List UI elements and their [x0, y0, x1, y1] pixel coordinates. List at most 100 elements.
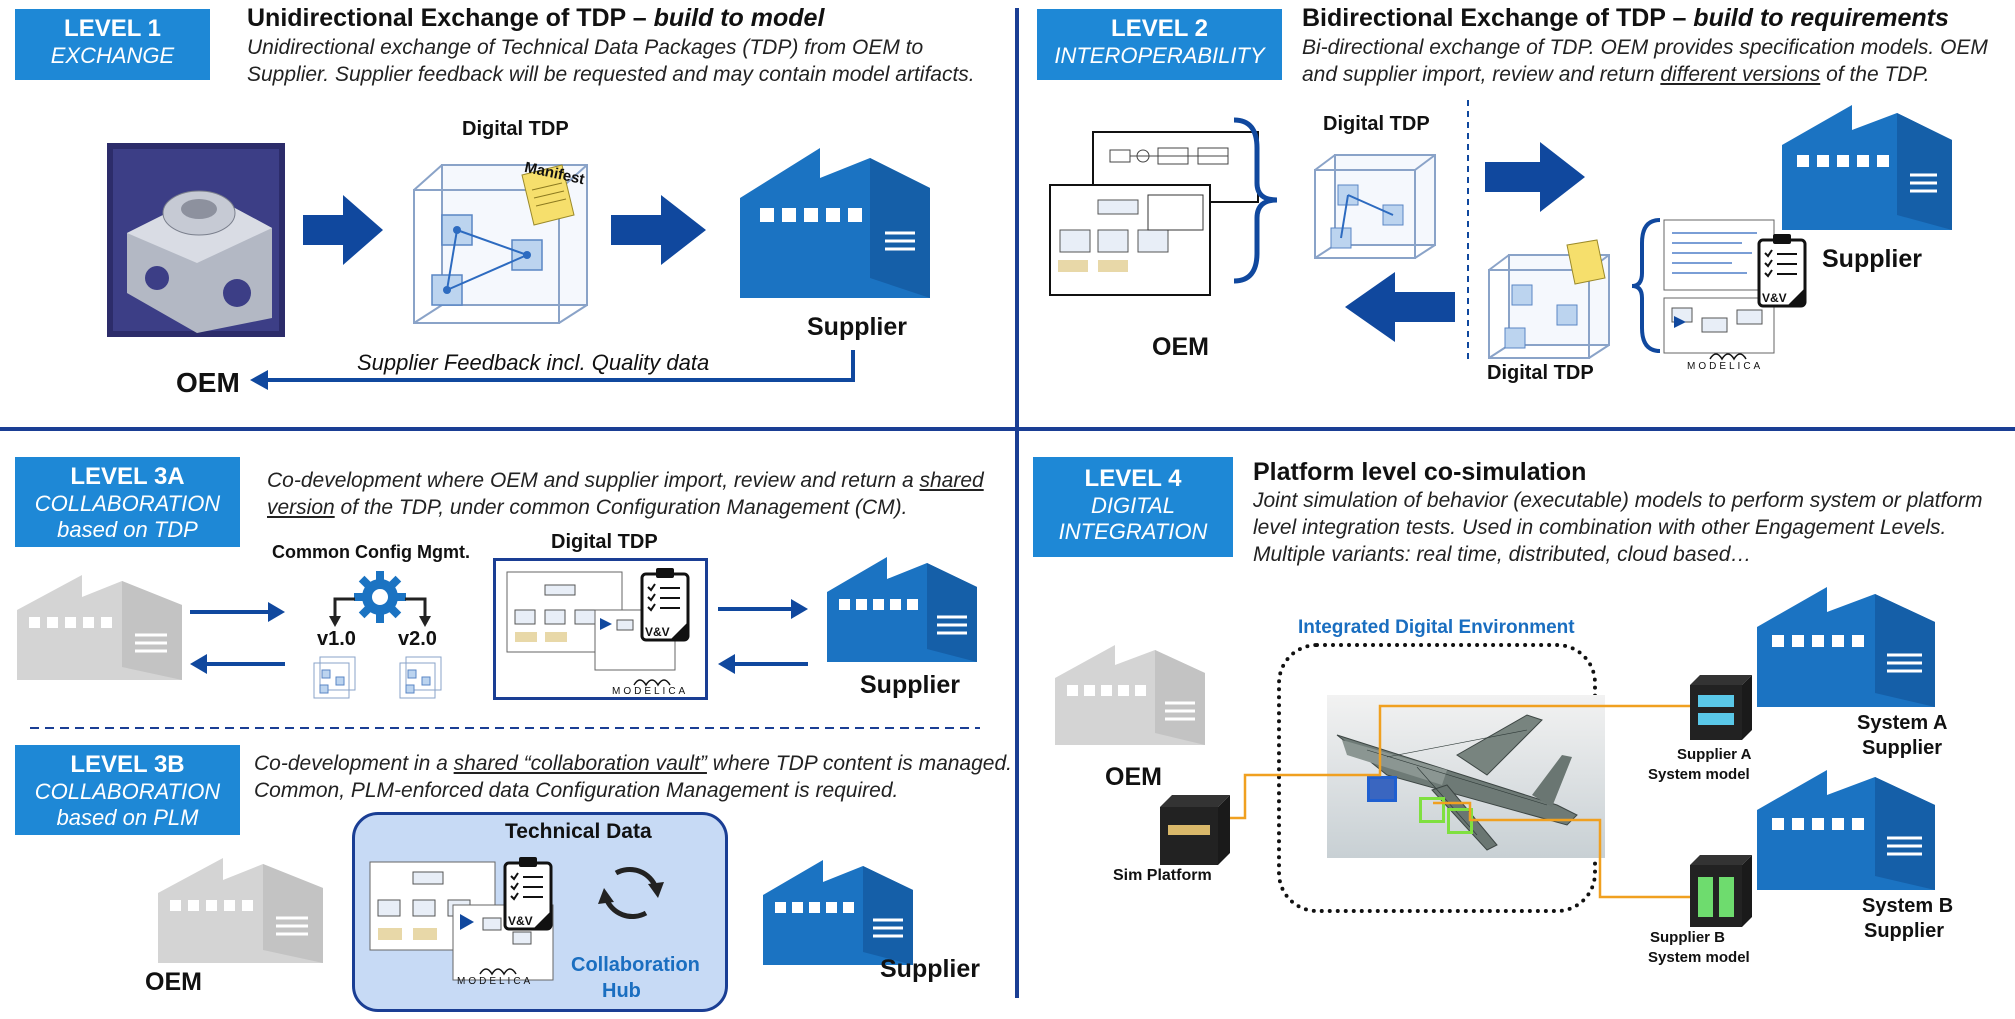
level4-supplier-a-model-server-icon [1690, 675, 1752, 740]
level3b-badge-sub2: based on PLM [56, 805, 199, 830]
level4-badge-sub2: INTEGRATION [1058, 519, 1208, 544]
level1-digital-tdp-label: Digital TDP [462, 118, 569, 140]
level2-desc-underlined: different versions [1660, 63, 1821, 86]
level3b-badge-level: LEVEL 3B [70, 751, 185, 778]
level3a-badge-sub2: based on TDP [57, 517, 198, 542]
level3b-hub-label-2: Hub [602, 980, 641, 1002]
level4-oem-factory-icon [1055, 645, 1205, 745]
level3b-technical-data-label: Technical Data [505, 820, 652, 843]
level3a-tdp-v2-icon [399, 656, 442, 699]
level3b-supplier-label: Supplier [880, 955, 981, 983]
level4-system-a-label-1: System A [1857, 712, 1948, 734]
level2-arrow-right [1485, 142, 1585, 212]
level2-badge-level: LEVEL 2 [1111, 15, 1208, 42]
level3b-supplier-factory-icon [763, 860, 913, 965]
level3a-arrow-to-supplier [718, 599, 808, 619]
level3b-badge: LEVEL 3B COLLABORATION based on PLM [15, 745, 240, 835]
level4-aircraft-image [1327, 695, 1605, 858]
level2-desc-a: Bi-directional exchange of TDP. OEM prov… [1302, 36, 1988, 86]
level2-digital-tdp-bottom-label: Digital TDP [1487, 362, 1594, 384]
level1-badge: LEVEL 1 EXCHANGE [15, 9, 210, 80]
level3a-tdp-models [506, 571, 676, 671]
level2-supplier-models [1663, 219, 1775, 354]
level1-description: Unidirectional exchange of Technical Dat… [247, 36, 975, 86]
level3b-oem-factory-icon [158, 858, 323, 963]
level3a-badge-level: LEVEL 3A [70, 463, 185, 490]
level3b-desc-b: where TDP content is managed. Common, PL… [254, 752, 1012, 802]
cad-part-image [107, 143, 285, 337]
level4-badge: LEVEL 4 DIGITAL INTEGRATION [1033, 457, 1233, 557]
level3a-desc-underlined: shared version [267, 469, 984, 519]
level4-supplier-a-model-label-2: System model [1648, 766, 1750, 783]
level2-supplier-brace-icon [1631, 218, 1661, 353]
level2-brace-icon [1233, 117, 1278, 284]
level2-tdp-cube-bottom [1488, 239, 1610, 359]
level2-title: Bidirectional Exchange of TDP – build to… [1302, 4, 1949, 33]
level3a-oem-factory-icon [17, 575, 182, 680]
level3a-desc-b: of the TDP, under common Configuration M… [334, 496, 908, 519]
level3a-v2-label: v2.0 [398, 628, 437, 650]
level2-badge: LEVEL 2 INTEROPERABILITY [1037, 9, 1282, 80]
level2-vv-checklist-icon [1757, 234, 1807, 308]
level1-supplier-label: Supplier [807, 313, 908, 341]
level3a-vv-checklist-icon [640, 568, 690, 642]
level3a-vv-label: V&V [645, 625, 670, 639]
level3a-badge-sub1: COLLABORATION [34, 491, 221, 516]
vertical-divider [1015, 8, 1019, 998]
level3b-oem-label: OEM [145, 968, 202, 996]
level4-description: Joint simulation of behavior (executable… [1253, 489, 1983, 566]
level3a-arrow-from-supplier [718, 654, 808, 674]
level4-system-a-factory-icon [1757, 587, 1935, 707]
level3b-modelica-logo-mark [479, 968, 517, 976]
level3b-vv-label: V&V [508, 914, 533, 928]
level3b-desc-a: Co-development in a [254, 752, 454, 775]
level4-title: Platform level co-simulation [1253, 458, 1587, 486]
level3a-modelica-label: MODELICA [612, 686, 689, 697]
level3a-description: Co-development where OEM and supplier im… [267, 467, 1007, 521]
level1-title-main: Unidirectional Exchange of TDP – [247, 4, 654, 32]
level2-desc-b: of the TDP. [1820, 63, 1930, 86]
level4-aircraft-highlight-1 [1367, 776, 1397, 802]
level4-badge-level: LEVEL 4 [1084, 465, 1182, 492]
level4-oem-label: OEM [1105, 763, 1162, 791]
level2-supplier-factory-icon [1782, 105, 1952, 230]
level3a-modelica-logo-mark [633, 679, 671, 687]
level2-description: Bi-directional exchange of TDP. OEM prov… [1302, 34, 2012, 88]
level4-supplier-b-model-label-2: System model [1648, 949, 1750, 966]
level3a-config-label: Common Config Mgmt. [272, 542, 470, 562]
level3b-vv-checklist-icon [503, 857, 553, 931]
level4-badge-sub1: DIGITAL [1091, 493, 1175, 518]
level2-oem-label: OEM [1152, 333, 1209, 361]
level3b-modelica-label: MODELICA [457, 976, 534, 987]
level1-oem-label: OEM [176, 367, 240, 398]
level1-badge-level: LEVEL 1 [64, 15, 161, 42]
level2-badge-sub: INTEROPERABILITY [1054, 43, 1265, 68]
level2-tdp-cube-top [1314, 154, 1436, 259]
level3a-digital-tdp-label: Digital TDP [551, 531, 658, 553]
level3b-description: Co-development in a shared “collaboratio… [254, 750, 1014, 804]
level4-system-b-label-1: System B [1862, 895, 1954, 917]
horizontal-divider [0, 427, 2015, 431]
level1-feedback-arrow [250, 350, 855, 390]
level1-tdp-cube [413, 164, 588, 324]
level4-env-title: Integrated Digital Environment [1298, 617, 1575, 638]
level3a-desc-a: Co-development where OEM and supplier im… [267, 469, 920, 492]
level1-title: Unidirectional Exchange of TDP – build t… [247, 4, 824, 33]
level3a-gear-icon [329, 571, 431, 627]
level3b-hub-label-1: Collaboration [571, 954, 700, 976]
level3a-badge: LEVEL 3A COLLABORATION based on TDP [15, 457, 240, 547]
level3a-arrow-to-config [190, 602, 285, 622]
level4-sim-platform-label: Sim Platform [1113, 867, 1212, 884]
level1-arrow-right-2 [611, 195, 706, 265]
level4-system-a-label-2: Supplier [1862, 737, 1943, 759]
level3a-v1-label: v1.0 [317, 628, 356, 650]
level3b-badge-sub1: COLLABORATION [34, 779, 221, 804]
level3b-desc-underlined: shared “collaboration vault” [453, 752, 707, 775]
level4-supplier-b-model-label-1: Supplier B [1650, 929, 1726, 946]
level3a-supplier-label: Supplier [860, 671, 961, 699]
level4-supplier-b-model-server-icon [1690, 855, 1752, 927]
level4-aircraft-highlight-2 [1419, 797, 1445, 823]
level2-modelica-logo-mark [1709, 353, 1747, 361]
level2-specification-models [1049, 131, 1259, 296]
